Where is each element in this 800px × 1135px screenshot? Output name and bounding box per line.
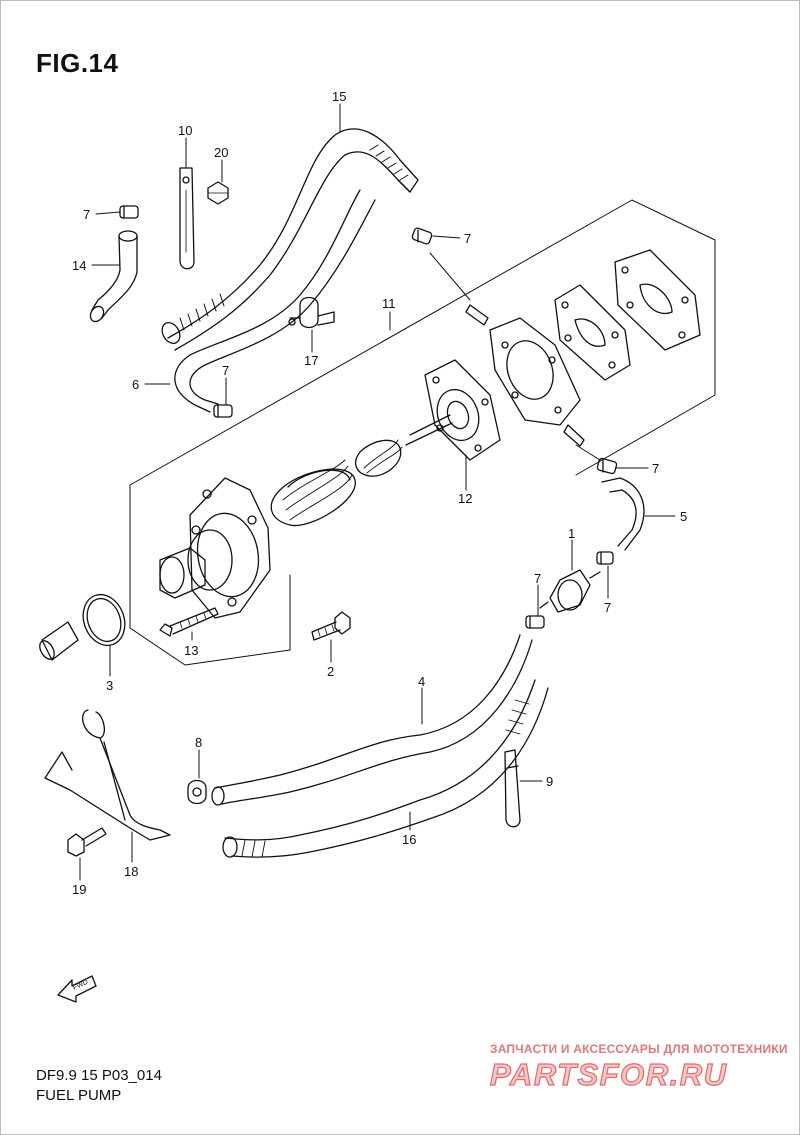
- callout-11: 11: [382, 296, 396, 311]
- callout-8: 8: [195, 735, 202, 750]
- fuel-filter-1: [539, 569, 601, 613]
- assembly-outline: [129, 199, 716, 666]
- diaphragm-12: [405, 359, 501, 461]
- callout-7-upper: 7: [464, 231, 471, 246]
- model-code: DF9.9 15 P03_014: [36, 1067, 162, 1084]
- diaphragm-spring-large: [270, 459, 356, 527]
- callout-19: 19: [72, 882, 86, 897]
- watermark-logo: PARTSFOR.RU: [489, 1056, 728, 1092]
- callout-7-right-mid: 7: [652, 461, 659, 476]
- clamp-7-lower-right: [596, 551, 614, 565]
- oring-3: [82, 593, 126, 647]
- hose-6: [174, 189, 376, 413]
- callout-6: 6: [132, 377, 139, 392]
- clamp-7-top-left: [119, 205, 139, 219]
- clamp-7-upper: [411, 227, 433, 245]
- leader-lines: [79, 103, 676, 881]
- callout-20: 20: [214, 145, 228, 160]
- watermark-logo-text: PARTSFOR.RU: [490, 1057, 728, 1092]
- callout-15: 15: [332, 89, 346, 104]
- spring-small: [355, 439, 403, 477]
- clip-17: [288, 296, 335, 329]
- callout-4: 4: [418, 674, 425, 689]
- pump-body-center: [465, 304, 585, 447]
- callout-9: 9: [546, 774, 553, 789]
- callout-7-lower-right: 7: [604, 600, 611, 615]
- callout-5: 5: [680, 509, 687, 524]
- callout-18: 18: [124, 864, 138, 879]
- callout-12: 12: [458, 491, 472, 506]
- callout-7-lower-left: 7: [534, 571, 541, 586]
- hose-16: [222, 679, 549, 858]
- bolt-20: [207, 181, 229, 205]
- clip-9: [504, 749, 521, 828]
- bracket-10: [179, 167, 195, 270]
- end-cover: [614, 249, 701, 351]
- bolt-2: [311, 611, 351, 641]
- pump-cover-left: [159, 477, 271, 619]
- callout-14: 14: [72, 258, 86, 273]
- screw-13: [159, 607, 219, 637]
- callout-7-left-mid: 7: [222, 363, 229, 378]
- hose-4: [211, 634, 533, 806]
- callout-7-top-left: 7: [83, 207, 90, 222]
- elbow-hose-14: [89, 230, 138, 323]
- hose-15: [161, 128, 419, 351]
- callout-2: 2: [327, 664, 334, 679]
- callout-13: 13: [184, 643, 198, 658]
- callout-3: 3: [106, 678, 113, 693]
- forward-arrow-icon: FWD: [57, 975, 97, 1003]
- callout-1: 1: [568, 526, 575, 541]
- clamp-8: [187, 779, 207, 805]
- figure-name: FUEL PUMP: [36, 1087, 122, 1104]
- wire-bracket-18: [44, 709, 171, 841]
- callout-16: 16: [402, 832, 416, 847]
- clamp-7-left-mid: [213, 404, 233, 418]
- gasket-plate: [554, 284, 631, 381]
- callout-10: 10: [178, 123, 192, 138]
- bolt-19: [67, 827, 107, 857]
- cap-plug: [39, 621, 79, 661]
- hose-5: [601, 477, 645, 551]
- callout-17: 17: [304, 353, 318, 368]
- clamp-7-lower-left: [525, 615, 545, 629]
- figure-title: FIG.14: [36, 48, 119, 78]
- watermark-caption: ЗАПЧАСТИ И АКСЕССУАРЫ ДЛЯ МОТОТЕХНИКИ: [490, 1042, 788, 1056]
